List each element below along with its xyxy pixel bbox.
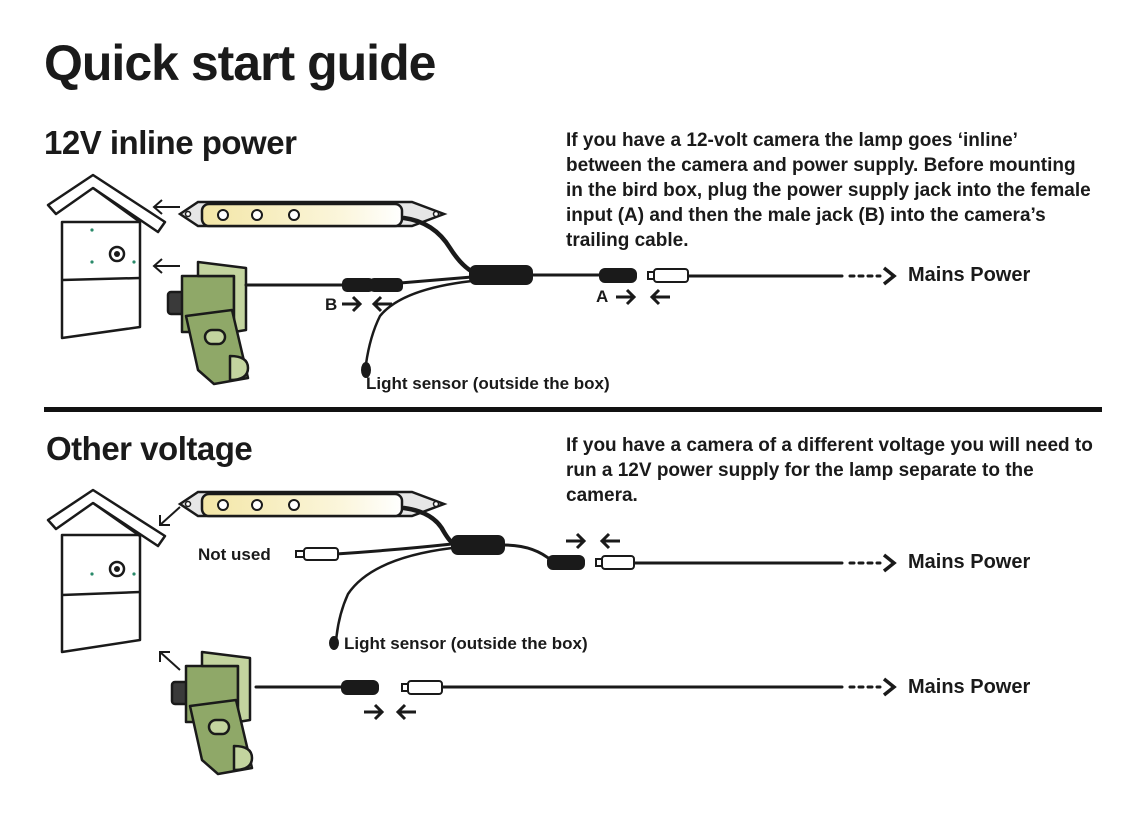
mains-power-label-1: Mains Power: [908, 264, 1031, 286]
page-title: Quick start guide: [44, 35, 436, 91]
camera-1: [166, 260, 250, 386]
cables-1: [244, 215, 882, 366]
arrow-mains-1: [882, 266, 897, 286]
lamp-bar-2: [177, 490, 448, 518]
connector-a-label: A: [596, 287, 609, 306]
splitter-1: [469, 265, 533, 285]
connectors-1: [342, 265, 689, 378]
splitter-2: [451, 535, 505, 555]
light-sensor-label-2: Light sensor (outside the box): [344, 634, 588, 653]
join-arrows-camera-power: [364, 703, 416, 721]
mains-power-label-2: Mains Power: [908, 551, 1031, 573]
light-sensor-label-1: Light sensor (outside the box): [366, 374, 610, 393]
cables-2: [254, 505, 882, 689]
section-title-12v: 12V inline power: [44, 124, 297, 161]
bird-box-2: [46, 488, 167, 654]
section-description-other-voltage: If you have a camera of a different volt…: [566, 435, 1093, 506]
not-used-label: Not used: [198, 545, 271, 564]
join-arrows-b: [342, 295, 392, 313]
arrow-lamp-to-box-1: [152, 199, 180, 274]
camera-2: [170, 650, 254, 776]
join-arrows-a: [616, 288, 670, 306]
connector-b-label: B: [325, 295, 338, 314]
section-divider: [44, 407, 1102, 412]
arrow-mains-2: [882, 553, 897, 697]
mains-power-label-3: Mains Power: [908, 676, 1031, 698]
connectors-2: [295, 535, 635, 695]
lamp-bar-1: [177, 200, 448, 228]
section-title-other-voltage: Other voltage: [46, 430, 253, 467]
bird-box-1: [46, 173, 167, 340]
arrow-lamp-to-box-2: [159, 506, 181, 671]
join-arrows-lamp-power: [566, 532, 620, 550]
section-description-12v: If you have a 12-volt camera the lamp go…: [566, 130, 1091, 251]
